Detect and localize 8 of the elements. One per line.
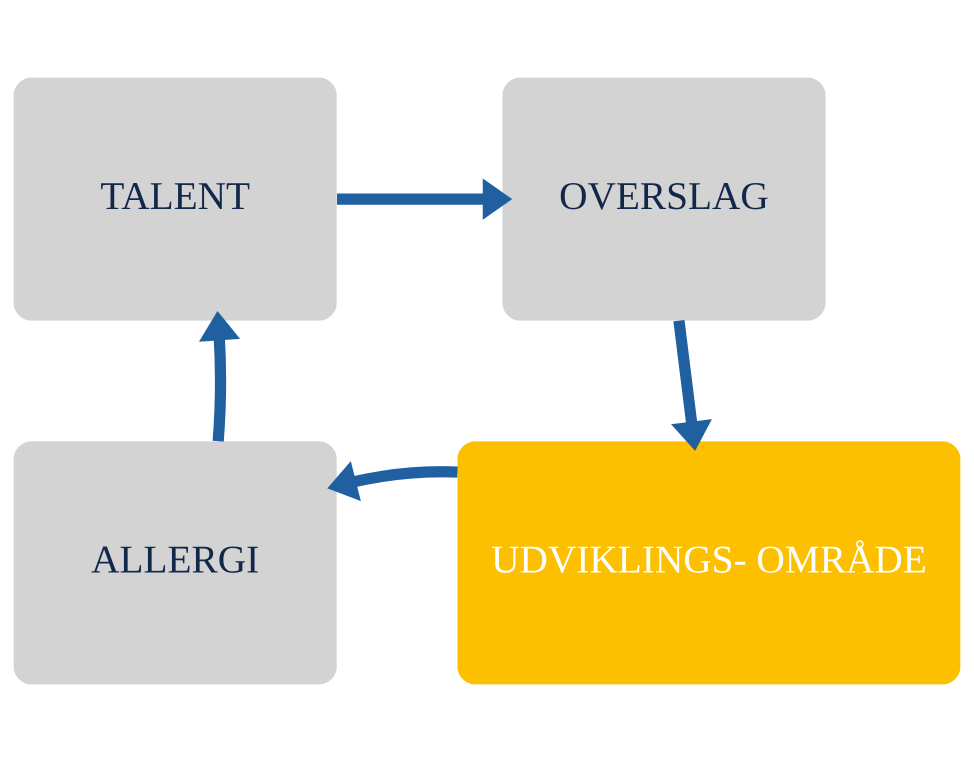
node-box: TALENT	[14, 78, 337, 321]
arrow	[327, 461, 458, 502]
arrow	[198, 310, 240, 442]
arrow	[337, 178, 512, 220]
arrow	[671, 320, 712, 451]
node-box: ALLERGI	[14, 441, 337, 684]
node-box: OVERSLAG	[502, 78, 826, 321]
node-box: UDVIKLINGS- OMRÅDE	[458, 441, 960, 684]
